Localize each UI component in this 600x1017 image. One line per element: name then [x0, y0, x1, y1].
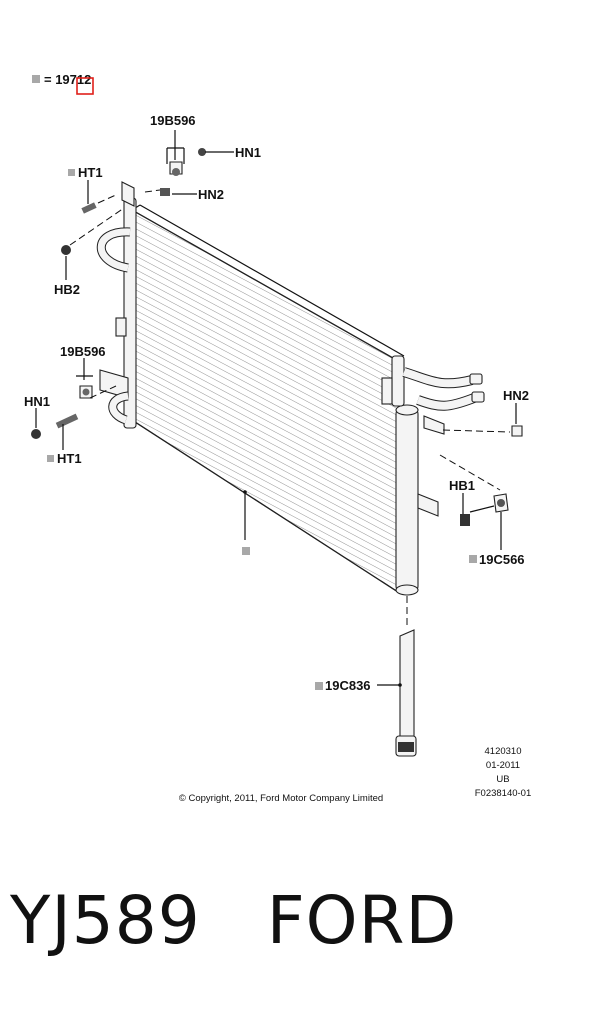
core-square-icon: [242, 547, 250, 555]
label-ht1-top: HT1: [78, 165, 103, 180]
bracket-hardware: [439, 425, 523, 526]
info-line-3: UB: [496, 774, 509, 785]
label-19b596-left: 19B596: [60, 344, 106, 359]
selection-marker-icon[interactable]: [76, 77, 94, 95]
legend-square-icon: [32, 75, 40, 83]
info-line-1: 4120310: [485, 746, 522, 757]
label-ht1-left: HT1: [57, 451, 82, 466]
left-fasteners: [31, 385, 117, 439]
label-19c566: 19C566: [479, 552, 525, 567]
label-hn2-right: HN2: [503, 388, 529, 403]
condenser-core: [131, 204, 405, 594]
label-hb2: HB2: [54, 282, 80, 297]
label-hb1: HB1: [449, 478, 475, 493]
info-line-4: F0238140-01: [475, 788, 532, 799]
leader-lines: [35, 130, 517, 687]
label-19c836-square-icon: [315, 682, 323, 690]
outlet-pipes: [402, 367, 485, 435]
label-hn1-top: HN1: [235, 145, 261, 160]
drier-cartridge: [395, 596, 417, 757]
part-caption: YJ589 FORD: [10, 882, 458, 959]
copyright-text: © Copyright, 2011, Ford Motor Company Li…: [179, 793, 383, 804]
label-19b596-top: 19B596: [150, 113, 196, 128]
parts-diagram: = 19712: [24, 72, 532, 804]
label-19c836: 19C836: [325, 678, 371, 693]
top-fasteners: [61, 148, 206, 255]
label-19c566-square-icon: [469, 555, 477, 563]
receiver-drier-tank: [381, 355, 439, 596]
label-hn2-top: HN2: [198, 187, 224, 202]
label-ht1-left-square-icon: [47, 455, 54, 462]
label-hn1-left: HN1: [24, 394, 50, 409]
legend-text: = 19712: [44, 72, 91, 87]
label-ht1-top-square-icon: [68, 169, 75, 176]
info-line-2: 01-2011: [486, 760, 520, 771]
left-hose: [96, 227, 131, 425]
